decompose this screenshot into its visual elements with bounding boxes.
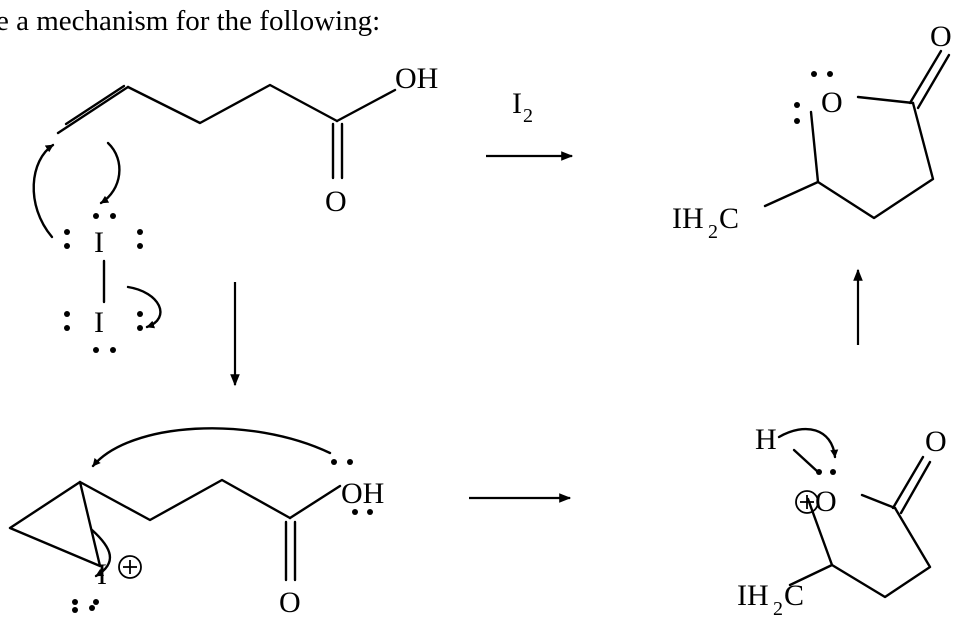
substituent-ih: IH — [737, 579, 769, 612]
product-ch2i-bond — [763, 180, 820, 208]
substituent-c: C — [784, 579, 804, 612]
curved-arrow-deprotonation — [777, 428, 839, 459]
oxonium-positive-charge — [795, 490, 819, 514]
product-substituent-ih: IH — [672, 202, 704, 235]
substituent-subscript: 2 — [773, 598, 783, 620]
carbonyl-oxygen-label: O — [325, 185, 347, 218]
product-ring-oxygen-label: O — [821, 86, 843, 119]
hydroxyl-label: OH — [395, 62, 438, 95]
product-carbonyl-label: O — [930, 20, 952, 53]
hydroxyl-label-2: OH — [341, 477, 384, 510]
product-ring-o-bond — [856, 95, 915, 105]
hydroxyl-lone-pairs-2 — [331, 459, 373, 515]
ch2i-bond — [788, 563, 834, 587]
alkene-pi-bond — [64, 84, 126, 126]
oxonium-lone-pair — [816, 469, 836, 475]
oxonium-intermediate: H O O IH 2 C — [737, 423, 947, 620]
alkene-bond — [56, 85, 130, 135]
reagent-symbol: I — [512, 87, 522, 120]
product-substituent-subscript: 2 — [708, 221, 718, 243]
iodonium-lone-pairs — [72, 599, 99, 613]
product-substituent-c: C — [719, 202, 739, 235]
product-oxygen-lone-pairs — [794, 71, 833, 124]
carbon-chain — [126, 83, 339, 125]
lactone-ring — [806, 497, 932, 599]
product-substituent-label: IH 2 C — [672, 202, 739, 243]
iodonium-intermediate: I OH O — [8, 427, 384, 619]
curved-arrow-bond-cleavage — [126, 285, 162, 329]
iodine-top-lone-pairs — [64, 213, 143, 249]
iodine-bottom-label: I — [94, 306, 104, 339]
lactone-carbonyl-label: O — [925, 425, 947, 458]
iodonium-ring — [8, 480, 102, 568]
starting-material: OH O I I — [32, 62, 438, 353]
carboxyl-oh-bond — [335, 88, 397, 123]
product-co-2 — [916, 53, 951, 110]
chain-2 — [78, 478, 292, 522]
hydrogen-label: H — [755, 423, 777, 456]
oxonium-substituent-label: IH 2 C — [737, 579, 804, 620]
curved-arrow-ring-opening — [90, 528, 112, 578]
product-ring — [809, 101, 935, 220]
heading-text: e a mechanism for the following: — [0, 5, 380, 37]
curved-arrow-iodine-attack — [99, 141, 121, 205]
reagent-subscript: 2 — [523, 105, 533, 127]
curved-arrow-oxygen-attack — [91, 427, 332, 468]
iodonium-positive-charge — [118, 555, 142, 579]
curved-arrow-pi-to-iodine — [32, 143, 55, 239]
oxonium-oxygen-label: O — [815, 485, 837, 518]
lactone-co-1 — [891, 455, 925, 510]
ring-o-bond — [860, 493, 897, 510]
iodine-bottom-lone-pairs — [64, 311, 143, 353]
o-h-bond — [792, 448, 820, 474]
product-co-1 — [908, 49, 943, 105]
iodine-top-label: I — [94, 226, 104, 259]
carbonyl-oxygen-label-2: O — [279, 586, 301, 619]
carboxyl-oh-bond-2 — [288, 484, 342, 520]
lactone-co-2 — [899, 460, 932, 515]
reagent-arrow-group: I 2 — [486, 87, 574, 161]
product-lactone: O O IH 2 C — [672, 20, 952, 243]
